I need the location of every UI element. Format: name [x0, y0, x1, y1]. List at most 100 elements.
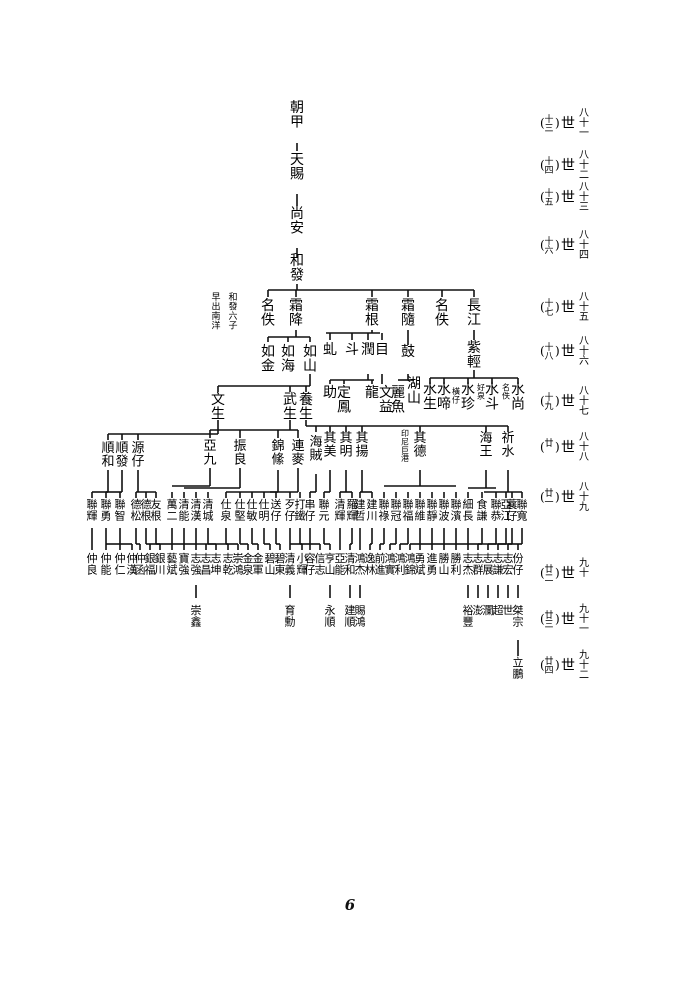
- gen-order: 十七: [544, 297, 553, 318]
- gen89-lian_bin-text: 聯濱: [451, 498, 462, 523]
- gen90-zhong_neng: 仲能: [101, 551, 112, 577]
- gen89-lian_wei: 聯維: [415, 498, 426, 523]
- gen89-jian_chuan-text: 建川: [367, 497, 378, 523]
- note-outbound: 早出南洋: [211, 292, 220, 331]
- gen86-ru_hai: 如海: [281, 344, 295, 375]
- gen87-hu_shan-text: 湖山: [407, 376, 421, 407]
- gen90-fen_zai-text: 份仔: [513, 552, 524, 577]
- gen90-zhong_han2-text: 仲函: [135, 551, 146, 577]
- gen-order: 十八: [544, 341, 553, 362]
- gen89-de_gen-text: 德根: [141, 497, 152, 523]
- gen90-zhi_qian: 志乾: [223, 552, 234, 577]
- gen-index-close: ): [555, 566, 560, 580]
- shi-char: 世: [561, 238, 575, 254]
- gen90-zhi_qun-text: 志群: [473, 552, 484, 577]
- gen89-lian_jing: 聯靜: [427, 498, 438, 523]
- gen-index: (: [540, 658, 545, 672]
- gen90-ya_neng-text: 亞能: [335, 552, 346, 577]
- gen86-dou: 斗: [345, 342, 359, 358]
- gen88-yinni_jugang: 印尼巨港: [401, 429, 409, 463]
- gen88-qi_yang: 其揚: [355, 431, 368, 460]
- gen87-shui_sheng: 水生: [423, 382, 437, 413]
- gen89-lian_lu: 聯祿: [379, 498, 390, 523]
- gen89-qing_neng: 清能: [179, 498, 190, 523]
- gen90-yin_fu-text: 銀福: [145, 551, 156, 577]
- gen87-shui_sheng-text: 水生: [423, 382, 437, 413]
- gen-index-close: ): [555, 344, 560, 358]
- gen89-qing_han-text: 清漢: [191, 498, 202, 523]
- gen90-ya_neng: 亞能: [335, 552, 346, 577]
- gen89-you_gen-text: 友根: [151, 497, 162, 523]
- gen90-hong_jie: 鴻杰: [355, 551, 366, 577]
- gen90-jin_jun-text: 金軍: [253, 551, 264, 577]
- gen-index: (: [540, 344, 545, 358]
- shi-char: 世: [561, 190, 575, 206]
- gen90-zhi_jie-text: 志杰: [463, 552, 474, 577]
- gen89-lian_wei-text: 聯維: [415, 498, 426, 523]
- gen86-ru_shan: 如山: [303, 344, 317, 375]
- shi-char: 世: [561, 394, 575, 410]
- gen87-shui_shang-text: 水尚: [511, 382, 525, 413]
- gen89-lian_guan-text: 聯冠: [391, 498, 402, 523]
- gen89-shi_qian: 食謙: [477, 497, 488, 523]
- gen88-hai_wang: 海王: [479, 431, 492, 460]
- gen90-zhi_qiang: 志強: [191, 552, 202, 577]
- gen90-xin_zhi-text: 信志: [315, 552, 326, 577]
- gen90-jin_yong-text: 進勇: [427, 552, 438, 577]
- gen89-lian_zhi: 聯智: [115, 498, 126, 523]
- gen90-zhi_chang-text: 志昌: [201, 552, 212, 577]
- gen-index: (: [540, 190, 545, 204]
- ancestor-0-text: 朝甲: [290, 100, 304, 131]
- gen89-lian_lu-text: 聯祿: [379, 498, 390, 523]
- gen91-chao: 超: [493, 603, 504, 617]
- gen-index-close: ): [555, 300, 560, 314]
- gen89-chuan_zai-text: 串仔: [305, 498, 316, 523]
- gen-order: 廿三: [544, 609, 553, 630]
- gen91-yong_shun: 永順: [325, 603, 336, 629]
- gen90-zhong_ren-text: 仲仁: [115, 551, 126, 577]
- gen-label: 八十八: [579, 432, 589, 463]
- gen90-yin_chuan-text: 銀川: [155, 551, 166, 577]
- gen90-zhong_liang-text: 仲良: [87, 551, 98, 577]
- gen90-yin_fu: 銀福: [145, 551, 156, 577]
- gen87-heng_zai: 橫仔: [452, 386, 460, 404]
- gen90-fen_zai: 份仔: [513, 552, 524, 577]
- gen90-yong_bin: 勇斌: [415, 552, 426, 577]
- gen90-xin_zhi: 信志: [315, 552, 326, 577]
- gen87-wen_yi: 文益: [379, 385, 393, 416]
- gen90-hong_li-text: 鴻利: [395, 551, 406, 577]
- gen91-yu_xun-text: 育勳: [285, 603, 296, 629]
- gen91-chong_xin: 崇鑫: [191, 604, 202, 629]
- gen89-lian_yong: 聯勇: [101, 498, 112, 523]
- gen87-hu_shan: 湖山: [407, 376, 421, 407]
- gen-order: 十六: [544, 235, 553, 256]
- gen91-ci_hong: 賜鴻: [355, 604, 366, 629]
- gen87-shui_dou-text: 水斗: [485, 382, 499, 413]
- gen85-mingyi_a-text: 名佚: [261, 298, 275, 329]
- gen88-shun_fa-text: 順發: [115, 441, 128, 470]
- note-he-fa-son: 和發六子: [228, 292, 237, 331]
- ancestor-2-text: 尚安: [290, 206, 304, 237]
- gen90-zhong_ren: 仲仁: [115, 551, 126, 577]
- gen89-chuan_zai: 串仔: [305, 498, 316, 523]
- gen89-jian_chuan: 建川: [367, 497, 378, 523]
- gen86-ru_jin-text: 如金: [261, 344, 275, 375]
- gen90-jin_jun: 金軍: [253, 551, 264, 577]
- gen89-lian_jing-text: 聯靜: [427, 498, 438, 523]
- gen85-shuang_jiang-text: 霜降: [289, 298, 303, 329]
- gen86-gu: 鼓: [401, 344, 415, 360]
- gen90-bi_shan-text: 碧山: [265, 552, 276, 577]
- gen89-ya_jiang: 亞江: [501, 498, 512, 523]
- gen90-qing_yi: 清義: [285, 552, 296, 577]
- gen89-shi_jian: 仕堅: [235, 498, 246, 523]
- gen91-yu_xun: 育勳: [285, 603, 296, 629]
- gen89-xiang_zai-text: 蘘仔: [507, 498, 518, 523]
- gen92-li_peng-text: 立鵬: [513, 655, 524, 681]
- gen89-lian_bo-text: 聯波: [439, 498, 450, 523]
- gen87-li_yu-text: 麗魚: [391, 385, 405, 416]
